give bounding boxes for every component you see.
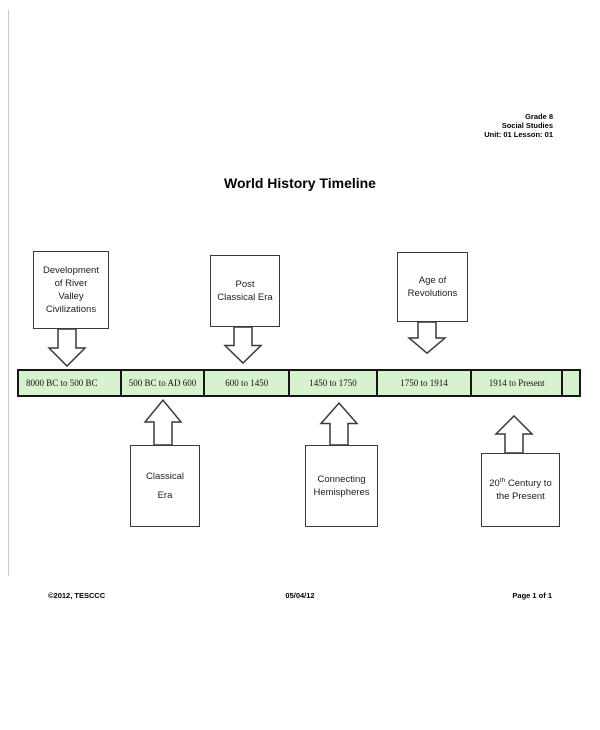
timeline-segment: 1450 to 1750 [288, 371, 375, 395]
header-grade: Grade 8 [525, 112, 553, 121]
era-box-line: the Present [496, 491, 545, 502]
era-box-line: Post [235, 279, 255, 290]
page-edge-line [8, 10, 9, 576]
timeline-segment-endcap [561, 371, 579, 395]
era-box-line: Valley [58, 291, 84, 302]
page-title: World History Timeline [224, 175, 376, 191]
footer-page-number: Page 1 of 1 [512, 591, 552, 600]
era-box-connecting-hemispheres: Connecting Hemispheres [305, 445, 378, 527]
era-box-line: Age of [418, 275, 447, 286]
document-header: Grade 8 Social Studies Unit: 01 Lesson: … [484, 112, 553, 139]
footer-date: 05/04/12 [285, 591, 315, 600]
timeline-segment: 8000 BC to 500 BC [26, 378, 98, 388]
down-arrow-icon [407, 322, 447, 354]
era-box-line: 20th Century to [489, 476, 552, 489]
down-arrow-icon [223, 327, 263, 364]
era-box-line: Classical Era [217, 292, 273, 303]
era-box-line: Era [157, 490, 173, 501]
up-arrow-icon [143, 399, 183, 445]
era-box-line: Connecting [317, 474, 366, 485]
document-footer: ©2012, TESCCC 05/04/12 Page 1 of 1 [0, 591, 600, 603]
era-box-20th-century: 20th Century to the Present [481, 453, 560, 527]
footer-copyright: ©2012, TESCCC [48, 591, 106, 600]
timeline-segment: 1914 to Present [470, 371, 561, 395]
timeline-segment: 1750 to 1914 [375, 371, 471, 395]
era-box-line: Civilizations [45, 304, 97, 315]
era-box-line: Hemispheres [313, 487, 370, 498]
era-box-age-of-revolutions: Age of Revolutions [397, 252, 468, 322]
down-arrow-icon [47, 329, 87, 367]
timeline-bar: 8000 BC to 500 BC 500 BC to AD 600 600 t… [17, 369, 581, 397]
timeline-segment: 500 BC to AD 600 [119, 371, 203, 395]
era-box-post-classical: Post Classical Era [210, 255, 280, 327]
header-unit-lesson: Unit: 01 Lesson: 01 [484, 130, 553, 139]
era-box-line: Classical [145, 471, 184, 482]
era-box-line: of River [54, 278, 88, 289]
up-arrow-icon [494, 415, 534, 453]
up-arrow-icon [319, 402, 359, 445]
timeline-segment: 600 to 1450 [203, 371, 288, 395]
header-subject: Social Studies [501, 121, 553, 130]
era-box-line: Revolutions [407, 288, 458, 299]
era-box-classical: Classical Era [130, 445, 200, 527]
era-box-river-valley: Development of River Valley Civilization… [33, 251, 109, 329]
era-box-line: Development [43, 265, 99, 276]
